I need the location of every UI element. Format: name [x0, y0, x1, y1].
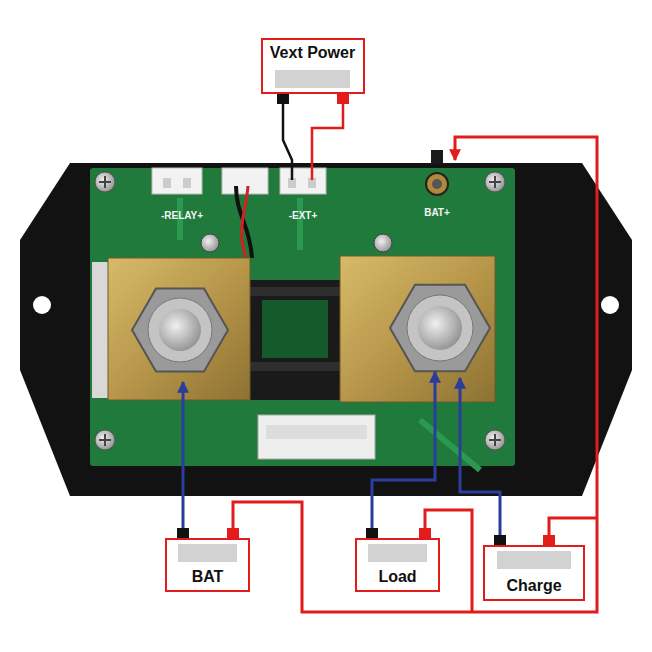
silkscreen-label: -RELAY+	[161, 210, 203, 221]
nut	[132, 285, 490, 372]
brass-block	[108, 258, 250, 400]
screw	[201, 234, 219, 252]
terminal	[277, 94, 289, 104]
sense-wire	[236, 186, 252, 258]
display-placeholder	[275, 70, 351, 88]
shunt-element	[262, 300, 328, 358]
wire	[233, 137, 597, 612]
box-label: Charge	[506, 577, 561, 595]
display-placeholder	[368, 544, 427, 562]
wire	[549, 518, 597, 535]
sense-wire	[242, 186, 248, 258]
wire	[182, 382, 185, 528]
pcb	[90, 168, 515, 466]
shunt-bar	[248, 287, 342, 296]
wire	[312, 104, 343, 180]
shunt-element	[250, 280, 340, 400]
display-placeholder	[178, 544, 237, 562]
wire	[283, 104, 292, 180]
wire	[372, 372, 435, 528]
display-placeholder	[497, 551, 571, 569]
silkscreen-label: -EXT+	[289, 210, 318, 221]
box-label: BAT	[192, 568, 224, 586]
screw	[95, 172, 505, 450]
bat-post	[426, 173, 448, 195]
terminal-box: Charge	[483, 545, 585, 601]
box-label: Vext Power	[270, 44, 355, 62]
screw	[374, 234, 392, 252]
mount-hole	[601, 296, 619, 314]
wire-lug	[431, 150, 443, 164]
terminal-box: Vext Power	[261, 38, 365, 94]
terminal-box: BAT	[165, 538, 250, 592]
brass-block	[340, 256, 495, 402]
terminal	[337, 94, 349, 104]
mount-hole	[33, 296, 51, 314]
box-label: Load	[378, 568, 416, 586]
bat-post	[432, 179, 442, 189]
housing	[20, 163, 632, 496]
silver-strip	[92, 262, 110, 398]
silkscreen-label: BAT+	[424, 207, 450, 218]
terminal-box: Load	[355, 538, 440, 592]
shunt-bar	[248, 362, 342, 371]
